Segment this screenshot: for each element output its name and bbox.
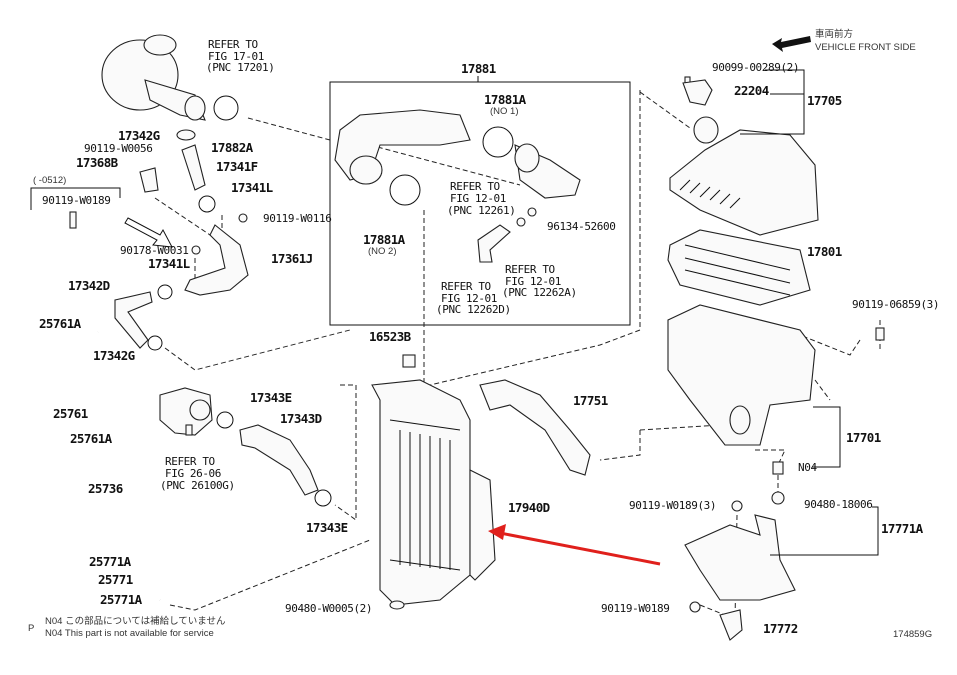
ref-12262d-3: (PNC 12262D)	[436, 303, 511, 316]
footnote-jp: N04 この部品については補給していません	[45, 615, 226, 627]
label-25761A-b: 25761A	[70, 431, 113, 446]
label-22204: 22204	[734, 83, 769, 98]
label-90480-W0005: 90480-W0005(2)	[285, 602, 372, 615]
label-90099-00289: 90099-00289(2)	[712, 61, 799, 74]
direction-jp: 車両前方	[815, 28, 853, 40]
label-25761A: 25761A	[39, 316, 82, 331]
label-17343E-b: 17343E	[306, 520, 348, 535]
clamp-17882A	[213, 95, 239, 121]
ref-12261-3: (PNC 12261)	[447, 204, 515, 217]
label-90119-W0189: 90119-W0189	[601, 602, 669, 615]
label-17341L-b: 17341L	[148, 256, 191, 271]
direction-en: VEHICLE FRONT SIDE	[815, 42, 916, 53]
intake-duct-drawing	[334, 109, 581, 263]
label-90480-18006: 90480-18006	[804, 498, 872, 511]
label-no1: (NO 1)	[490, 106, 519, 117]
ref-turbo-1: REFER TO	[208, 38, 258, 51]
label-17368B: 17368B	[76, 155, 119, 170]
label-90119-W0116: 90119-W0116	[263, 212, 331, 225]
group-box-17881	[329, 81, 631, 326]
label-96134-52600: 96134-52600	[547, 220, 615, 233]
ref-12262a-1: REFER TO	[505, 263, 555, 276]
label-90119-W0189-3: 90119-W0189(3)	[629, 499, 716, 512]
label-90119-W0189-box: 90119-W0189	[42, 194, 110, 207]
label-90119-06859: 90119-06859(3)	[852, 298, 939, 311]
intercooler-drawing	[371, 354, 496, 610]
ref-throttle-3: (PNC 26100G)	[160, 479, 235, 492]
ref-throttle-2: FIG 26-06	[165, 467, 221, 480]
footnote-marker: P	[28, 623, 34, 634]
vehicle-front-arrow-icon	[772, 36, 811, 52]
label-17342G: 17342G	[118, 128, 160, 143]
label-17341L: 17341L	[231, 180, 274, 195]
label-17801: 17801	[807, 244, 842, 259]
label-17881: 17881	[461, 61, 496, 76]
ref-12262a-3: (PNC 12262A)	[502, 286, 577, 299]
label-n04: N04	[798, 461, 817, 474]
diagram-id: 174859G	[893, 629, 932, 640]
ref-12261-2: FIG 12-01	[450, 192, 506, 205]
label-17772: 17772	[763, 621, 798, 636]
ref-turbo-2: FIG 17-01	[208, 50, 264, 63]
label-17881A-no2: 17881A	[363, 232, 406, 247]
label-17343D: 17343D	[280, 411, 322, 426]
label-17342D: 17342D	[68, 278, 110, 293]
label-17361J: 17361J	[271, 251, 313, 266]
label-17940D: 17940D	[508, 500, 550, 515]
label-range: ( -0512)	[33, 175, 66, 186]
label-25771A-b: 25771A	[100, 592, 143, 607]
label-17881A-no1: 17881A	[484, 92, 527, 107]
label-17343E: 17343E	[250, 390, 292, 405]
label-no2: (NO 2)	[368, 246, 397, 257]
ref-throttle-1: REFER TO	[165, 455, 215, 468]
label-17771A: 17771A	[881, 521, 924, 536]
label-25771A: 25771A	[89, 554, 132, 569]
label-25736: 25736	[88, 481, 123, 496]
ref-12262d-2: FIG 12-01	[441, 292, 497, 305]
label-17341F: 17341F	[216, 159, 258, 174]
label-25771: 25771	[98, 572, 133, 587]
label-16523B: 16523B	[369, 329, 412, 344]
label-17705: 17705	[807, 93, 842, 108]
callout-arrow	[488, 524, 661, 566]
ref-12262d-1: REFER TO	[441, 280, 491, 293]
ref-turbo-3: (PNC 17201)	[206, 61, 274, 74]
throttle-body-drawing	[159, 387, 213, 436]
labels: REFER TO FIG 17-01 (PNC 17201) 17342G 90…	[28, 28, 940, 640]
label-17701: 17701	[846, 430, 881, 445]
turbocharger-drawing	[101, 34, 206, 121]
footnote-en: N04 This part is not available for servi…	[45, 628, 214, 639]
ref-12261-1: REFER TO	[450, 180, 500, 193]
air-cleaner-drawing	[667, 76, 885, 641]
label-25761: 25761	[53, 406, 88, 421]
label-17882A: 17882A	[211, 140, 254, 155]
label-17751: 17751	[573, 393, 608, 408]
ref-12262a-2: FIG 12-01	[505, 275, 561, 288]
label-17342G-b: 17342G	[93, 348, 135, 363]
label-90178-W0031: 90178-W0031	[120, 244, 188, 257]
label-90119-W0056: 90119-W0056	[84, 142, 152, 155]
